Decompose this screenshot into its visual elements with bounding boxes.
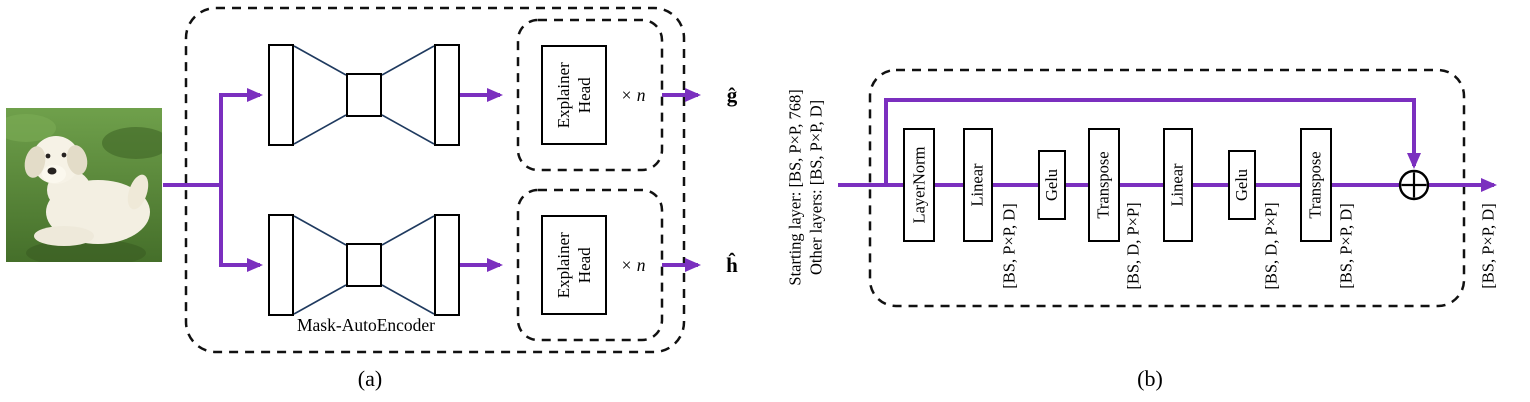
- transpose-label-2: Transpose: [1306, 151, 1326, 219]
- linear-label-2: Linear: [1168, 163, 1187, 207]
- caption-a: (a): [357, 366, 383, 391]
- mask-autoencoder-label: Mask-AutoEncoder: [296, 315, 436, 335]
- panel-a-flow-lines: [163, 88, 701, 272]
- side-label-line2: Other layers: [BS, P×P, D]: [807, 99, 826, 275]
- encoder-input-rect-bottom: [268, 214, 294, 316]
- gelu-block-2: Gelu: [1228, 150, 1256, 220]
- transpose-block-2: Transpose: [1300, 128, 1332, 242]
- layernorm-block: LayerNorm: [903, 128, 935, 242]
- layernorm-label: LayerNorm: [909, 146, 928, 224]
- input-split-line: [163, 93, 223, 267]
- side-label-line1: Starting layer: [BS, P×P, 768]: [785, 88, 805, 286]
- panel-b-dashed-box: [868, 68, 1466, 308]
- caption-b: (b): [1137, 366, 1163, 391]
- output-g-hat-label: ĝ: [726, 82, 738, 107]
- linear-label-1: Linear: [968, 163, 987, 207]
- bottleneck-rect-top: [346, 73, 382, 117]
- explainer-head-label-bottom: Explainer Head: [553, 231, 594, 299]
- dashed-containers: [184, 6, 1466, 354]
- decoder-output-rect-bottom: [434, 214, 460, 316]
- gelu-block-1: Gelu: [1038, 150, 1066, 220]
- explainer-head-label-top: Explainer Head: [553, 61, 594, 129]
- dim-label-4: [BS, P×P, D]: [1337, 203, 1357, 289]
- explainer-head-box-bottom: Explainer Head: [541, 215, 607, 315]
- explainer-head-box-top: Explainer Head: [541, 45, 607, 145]
- dim-label-3: [BS, D, P×P]: [1262, 202, 1281, 290]
- repeat-n-label-top: × n: [620, 84, 646, 105]
- dog-photo: [6, 108, 162, 262]
- gelu-label-1: Gelu: [1042, 168, 1062, 202]
- explainer-dashed-box-bottom: [516, 188, 664, 342]
- transpose-block-1: Transpose: [1088, 128, 1120, 242]
- transpose-label-1: Transpose: [1094, 151, 1114, 219]
- skip-connection-line: [884, 98, 1421, 185]
- autoencoder-trapezoid-lines: [293, 45, 435, 315]
- output-h-hat-label: ĥ: [726, 252, 738, 277]
- dog-figure: [24, 136, 150, 246]
- linear-block-1: Linear: [963, 128, 993, 242]
- panel-a-dashed-box: [184, 6, 686, 354]
- explainer-dashed-box-top: [516, 18, 664, 172]
- tensor-shape-side-label: Starting layer: [BS, P×P, 768] Other lay…: [770, 58, 842, 316]
- encoder-input-rect-top: [268, 44, 294, 146]
- decoder-output-rect-top: [434, 44, 460, 146]
- linear-block-2: Linear: [1163, 128, 1193, 242]
- output-dim-label: [BS, P×P, D]: [1479, 203, 1499, 289]
- dim-label-2: [BS, D, P×P]: [1124, 202, 1143, 290]
- residual-add-icon: [1398, 169, 1430, 201]
- repeat-n-label-bottom: × n: [620, 254, 646, 275]
- gelu-label-2: Gelu: [1232, 168, 1252, 202]
- bottleneck-rect-bottom: [346, 243, 382, 287]
- dim-label-1: [BS, P×P, D]: [1000, 203, 1020, 289]
